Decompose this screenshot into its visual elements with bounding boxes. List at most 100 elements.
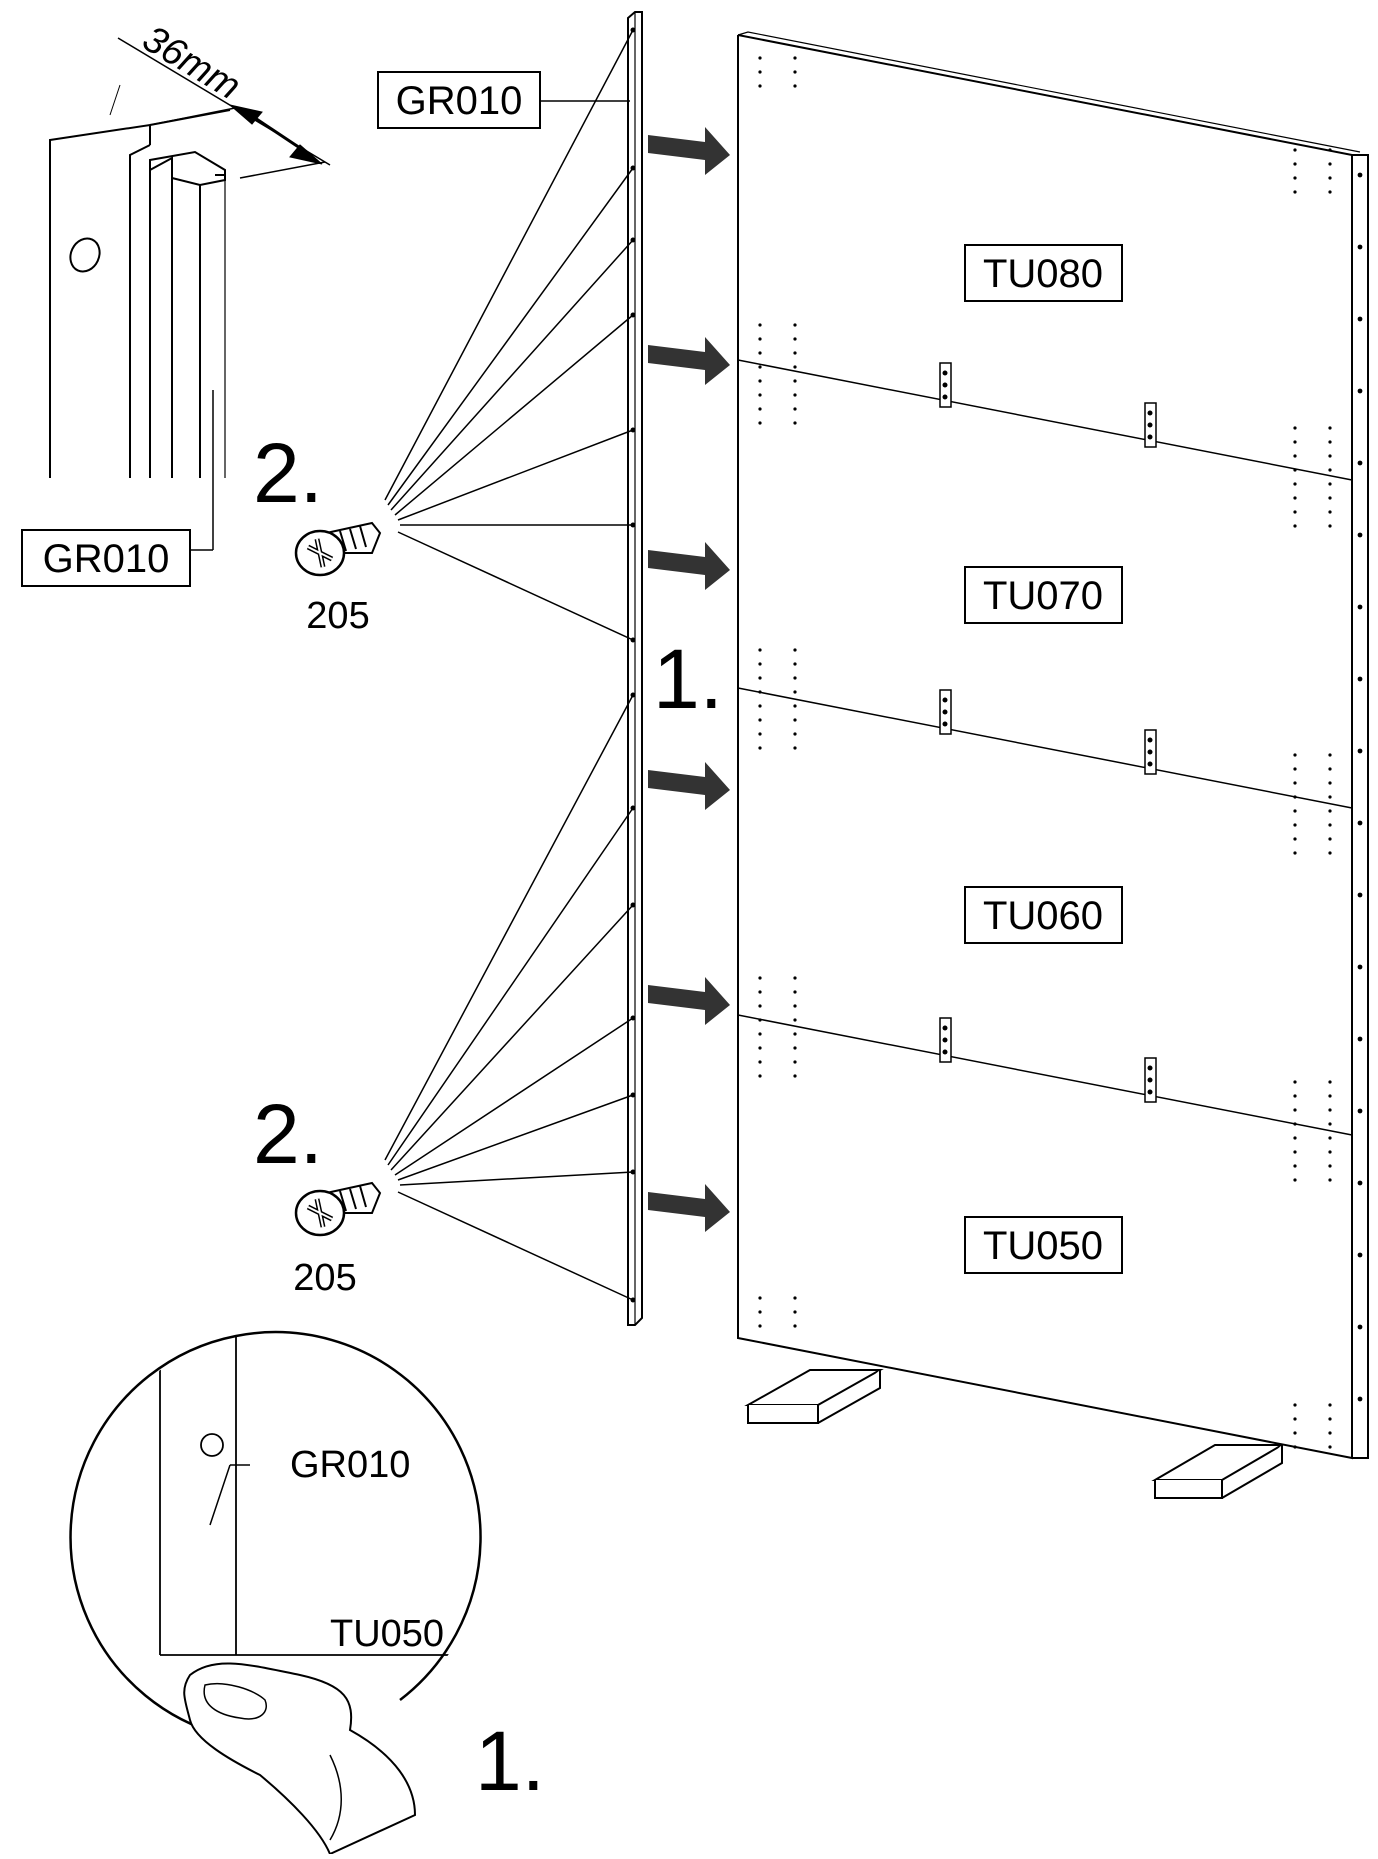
hole-dot	[1293, 781, 1297, 785]
hole-dot	[1293, 1080, 1297, 1084]
step-2-bottom: 2.	[253, 1087, 323, 1181]
hole-dot	[1328, 1417, 1332, 1421]
edge-hole-dot	[1357, 1396, 1363, 1402]
hole-dot	[793, 323, 797, 327]
hole-dot	[1328, 781, 1332, 785]
hole-dot	[1328, 468, 1332, 472]
hole-dot	[1328, 753, 1332, 757]
hole-dot	[1328, 426, 1332, 430]
hole-dot	[758, 718, 762, 722]
edge-hole-dot	[1357, 748, 1363, 754]
hole-dot	[1328, 851, 1332, 855]
edge-hole-dot	[1357, 532, 1363, 538]
hole-dot	[1293, 823, 1297, 827]
hole-dot	[793, 407, 797, 411]
hole-dot	[758, 1324, 762, 1328]
edge-hole-dot	[1357, 604, 1363, 610]
edge-hole-dot	[1357, 1180, 1363, 1186]
panel-label-tu060: TU060	[983, 894, 1103, 938]
hole-dot	[758, 1032, 762, 1036]
hole-dot	[793, 393, 797, 397]
profile-label-box	[21, 529, 191, 587]
hole-dot	[1328, 1108, 1332, 1112]
hole-dot	[758, 1046, 762, 1050]
panel-label-tu070: TU070	[983, 574, 1103, 618]
hole-dot	[758, 1296, 762, 1300]
hole-dot	[1328, 1445, 1332, 1449]
hole-dot	[758, 1018, 762, 1022]
hole-dot	[1293, 837, 1297, 841]
hole-dot	[1328, 496, 1332, 500]
rail-profile-detail	[49, 84, 231, 551]
hole-dot	[758, 676, 762, 680]
hole-dot	[793, 732, 797, 736]
hole-dot	[1293, 753, 1297, 757]
hole-dot	[1293, 1445, 1297, 1449]
hole-dot	[1293, 454, 1297, 458]
hole-dot	[1328, 1431, 1332, 1435]
hole-dot	[1328, 190, 1332, 194]
hole-dot	[793, 365, 797, 369]
panel-label-box	[964, 886, 1123, 944]
edge-hole-dot	[1357, 964, 1363, 970]
hole-dot	[1293, 1417, 1297, 1421]
hole-dot	[758, 662, 762, 666]
hole-dot	[793, 704, 797, 708]
hole-dot	[1293, 524, 1297, 528]
hole-dot	[1328, 148, 1332, 152]
circle-detail	[69, 1330, 487, 1856]
screw-icon	[294, 1181, 382, 1237]
edge-hole-dot	[1357, 676, 1363, 682]
hole-dot	[1293, 190, 1297, 194]
hole-dot	[793, 421, 797, 425]
hole-dot	[1293, 510, 1297, 514]
hole-dot	[793, 337, 797, 341]
hole-dot	[1328, 510, 1332, 514]
hole-dot	[793, 1324, 797, 1328]
hole-dot	[793, 70, 797, 74]
hole-dot	[1328, 1122, 1332, 1126]
hole-dot	[1293, 496, 1297, 500]
hole-dot	[1293, 1122, 1297, 1126]
hole-dot	[758, 56, 762, 60]
hole-dot	[793, 1310, 797, 1314]
hole-dot	[793, 1046, 797, 1050]
hole-dot	[758, 1004, 762, 1008]
finger-icon	[183, 1662, 417, 1856]
hole-dot	[1293, 1136, 1297, 1140]
circle-panel-label: TU050	[330, 1613, 444, 1655]
hole-dot	[1328, 1178, 1332, 1182]
hole-dot	[758, 746, 762, 750]
hole-dot	[758, 421, 762, 425]
hole-dot	[793, 1296, 797, 1300]
hole-dot	[793, 648, 797, 652]
screw-lines-bottom	[384, 694, 634, 1301]
hole-dot	[793, 1060, 797, 1064]
screw-lines-top	[384, 29, 634, 641]
hole-dot	[1293, 1431, 1297, 1435]
edge-hole-dot	[1357, 892, 1363, 898]
hole-dot	[758, 1074, 762, 1078]
hole-dot	[758, 1060, 762, 1064]
hole-dot	[1328, 837, 1332, 841]
hole-dot	[1293, 482, 1297, 486]
edge-hole-dot	[1357, 172, 1363, 178]
rail-gr010	[627, 11, 643, 1326]
hole-dot	[758, 407, 762, 411]
hole-dot	[758, 990, 762, 994]
hole-dot	[1293, 440, 1297, 444]
hole-dot	[758, 976, 762, 980]
hole-dot	[1328, 176, 1332, 180]
profile-label: GR010	[43, 537, 170, 581]
hole-dot	[1328, 1164, 1332, 1168]
panel-label-tu080: TU080	[983, 252, 1103, 296]
hole-dot	[758, 337, 762, 341]
hole-dot	[1293, 851, 1297, 855]
edge-hole-dots	[1357, 172, 1363, 1402]
rail-label: GR010	[396, 79, 523, 123]
screw-holes-bottom	[630, 692, 636, 1303]
hole-dot	[1328, 1080, 1332, 1084]
step-1: 1.	[653, 632, 723, 726]
